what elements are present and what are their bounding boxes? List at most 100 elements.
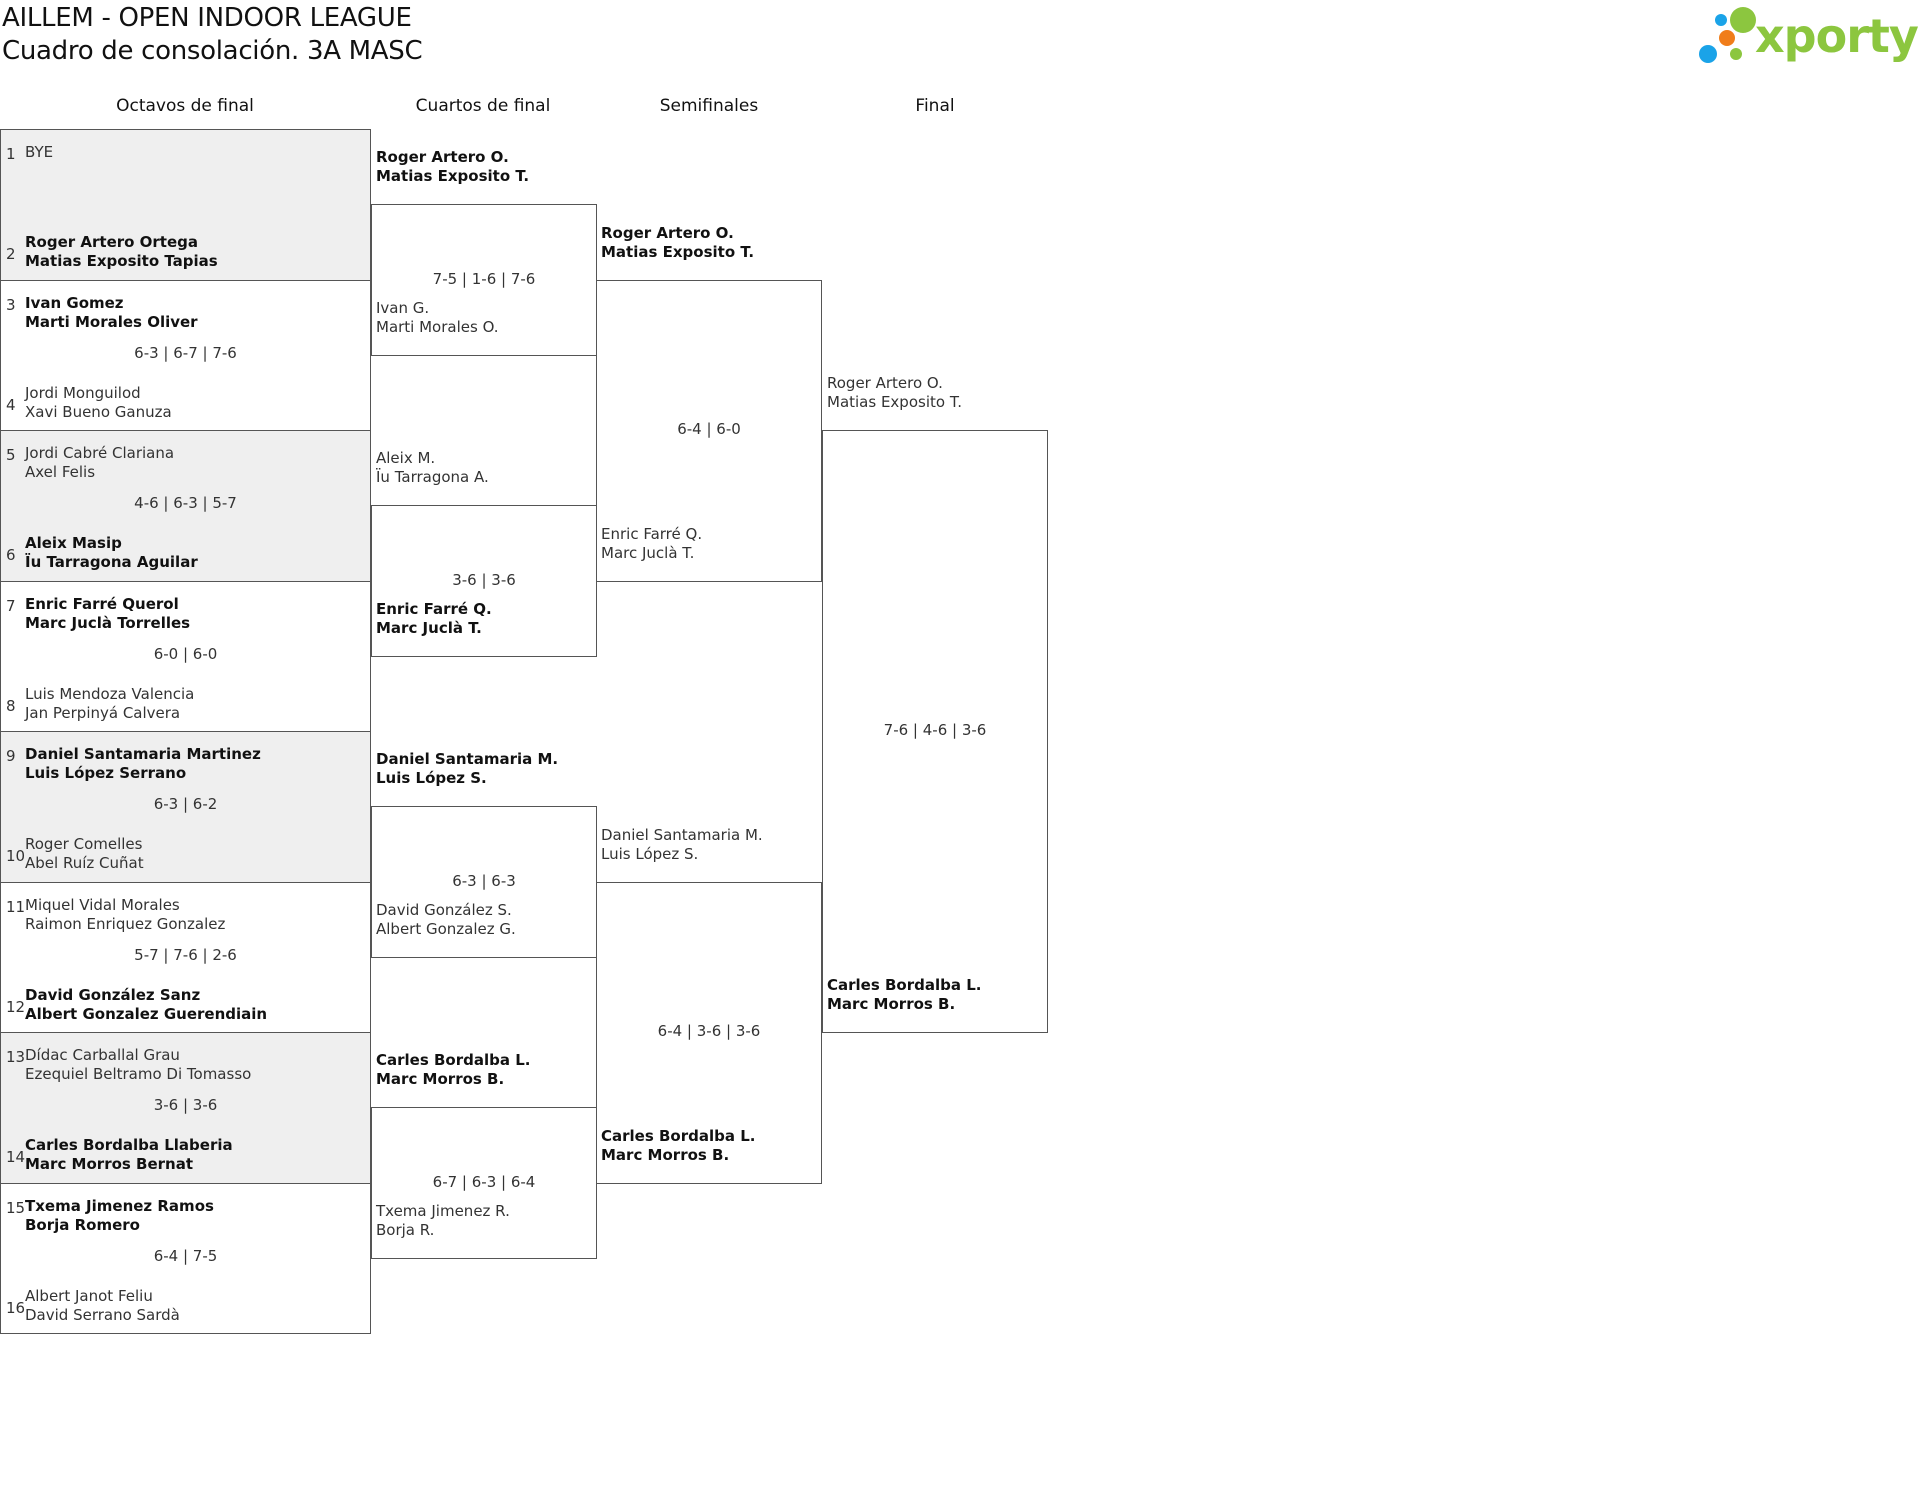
player-name: Axel Felis [25,463,96,481]
match-score: 7-5 | 1-6 | 7-6 [432,269,536,288]
match-score: 6-4 | 7-5 [153,1246,218,1265]
player-name: Enric Farré Q. [376,599,492,618]
player-name: Ïu Tarragona A. [376,468,489,487]
round-title-r16: Octavos de final [116,96,254,116]
match-box [0,1182,371,1334]
player-name: Aleix Masip [25,534,122,552]
player-name: Marc Juclà T. [376,618,482,637]
xporty-logo: xporty [1699,7,1918,63]
player-name: Jordi Cabré Clariana [25,444,175,462]
match-score: 6-0 | 6-0 [153,644,218,663]
player-name: Jordi Monguilod [25,383,141,402]
logo-text: xporty [1755,9,1918,63]
player-name: Roger Artero O. [827,374,943,392]
seed-number: 9 [6,747,16,765]
player-name: Matias Exposito T. [827,393,962,411]
player-name: Roger Comelles [25,835,143,853]
player-name: Ivan G. [376,298,430,317]
player-name: Luis Mendoza Valencia [25,684,195,703]
player-name: Aleix M. [376,449,436,468]
player-name: Marc Morros B. [376,1070,505,1089]
seed-number: 2 [6,245,16,263]
match-box [0,129,371,281]
player-name: BYE [25,143,54,161]
player-name: Ïu Tarragona Aguilar [25,553,198,571]
match-score: 6-3 | 6-7 | 7-6 [134,343,237,362]
player-name: Raimon Enriquez Gonzalez [25,914,226,933]
logo-dot-blue-small [1715,14,1727,26]
player-name: Xavi Bueno Ganuza [25,402,172,421]
player-name: Marc Morros B. [601,1145,730,1164]
round-title-sf: Semifinales [659,96,759,116]
match-score: 6-4 | 6-0 [677,420,741,438]
player-name: David González Sanz [25,985,201,1004]
seed-number: 10 [6,847,26,865]
seed-number: 13 [6,1048,26,1066]
match-score: 6-3 | 6-3 [452,871,516,890]
player-name: Miquel Vidal Morales [25,895,180,914]
player-name: Luis López Serrano [25,764,187,782]
round-title-qf: Cuartos de final [415,96,551,116]
player-name: Marc Juclà T. [601,543,695,562]
logo-dot-green [1730,7,1756,33]
seed-number: 5 [6,446,16,464]
match-score: 3-6 | 3-6 [452,570,516,589]
match-box [0,1032,371,1184]
player-name: Marc Juclà Torrelles [25,613,191,632]
match-score: 6-4 | 3-6 | 3-6 [657,1022,761,1040]
player-name: David Serrano Sardà [25,1305,180,1324]
match-box [822,430,1048,1033]
player-name: Carles Bordalba L. [827,976,982,994]
player-name: Luis López S. [601,844,699,863]
logo-dot-orange [1719,30,1735,46]
page-subtitle: Cuadro de consolación. 3A MASC [2,36,423,66]
seed-number: 12 [6,997,26,1016]
player-name: Ivan Gomez [25,293,124,312]
round-title-final: Final [915,96,955,116]
player-name: Jan Perpinyá Calvera [25,703,181,722]
logo-dot-blue [1699,45,1717,63]
player-name: Marc Morros B. [827,995,956,1013]
player-name: Txema Jimenez R. [376,1201,510,1220]
seed-number: 4 [6,395,16,414]
player-name: Luis López S. [376,769,487,788]
player-name: Enric Farré Q. [601,524,703,543]
match-score: 7-6 | 4-6 | 3-6 [883,721,987,739]
seed-number: 1 [6,145,16,163]
player-name: Matias Exposito Tapias [25,252,218,270]
player-name: Txema Jimenez Ramos [25,1196,214,1215]
player-name: Abel Ruíz Cuñat [25,854,144,872]
player-name: Marti Morales O. [376,317,499,336]
match-box [596,881,822,1184]
player-name: Carles Bordalba L. [376,1051,531,1070]
player-name: Borja R. [376,1220,435,1239]
player-name: Daniel Santamaria M. [376,750,559,769]
seed-number: 7 [6,596,16,615]
match-score: 3-6 | 3-6 [153,1096,218,1114]
player-name: David González S. [376,900,512,919]
player-name: Albert Janot Feliu [25,1286,153,1305]
match-score: 6-3 | 6-2 [153,795,218,813]
player-name: Carles Bordalba Llaberia [25,1136,233,1154]
match-score: 5-7 | 7-6 | 2-6 [134,945,237,964]
match-score: 4-6 | 6-3 | 5-7 [134,494,237,512]
player-name: Marti Morales Oliver [25,312,198,331]
seed-number: 16 [6,1298,26,1317]
match-box [596,279,822,582]
player-name: Daniel Santamaria Martinez [25,745,261,763]
player-name: Albert Gonzalez Guerendiain [25,1004,268,1023]
seed-number: 6 [6,546,16,564]
seed-number: 8 [6,696,16,715]
player-name: Roger Artero O. [376,148,509,167]
page-title: AILLEM - OPEN INDOOR LEAGUE [2,3,412,33]
seed-number: 11 [6,897,26,916]
logo-dot-green-small [1730,48,1742,60]
player-name: Roger Artero O. [601,223,734,242]
seed-number: 14 [6,1148,26,1166]
match-box [0,731,371,883]
player-name: Matias Exposito T. [376,167,530,186]
seed-number: 3 [6,295,16,314]
player-name: Albert Gonzalez G. [376,919,516,938]
player-name: Marc Morros Bernat [25,1155,194,1173]
player-name: Ezequiel Beltramo Di Tomasso [25,1065,252,1083]
